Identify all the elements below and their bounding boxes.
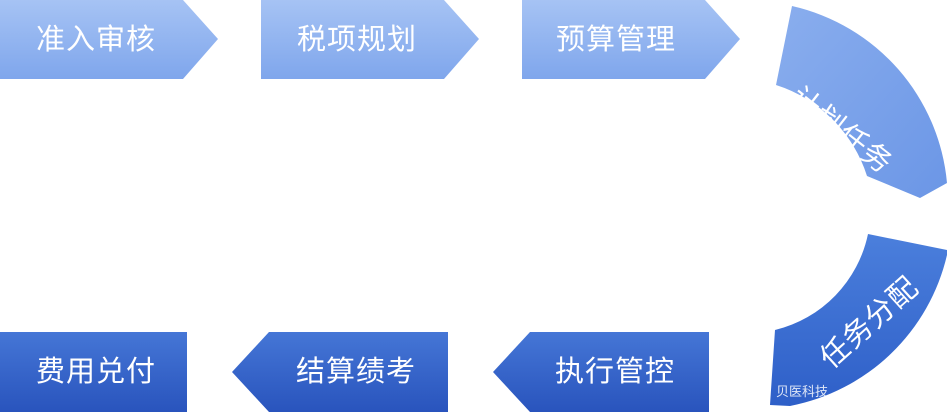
flow-step-7-shape: [232, 332, 448, 412]
flow-step-5-shape: [770, 234, 947, 406]
watermark-text: 贝医科技: [776, 385, 829, 400]
flow-step-6-label: 执行管控: [555, 354, 676, 388]
flow-step-8-shape: [0, 332, 187, 412]
flow-step-1-label: 准入审核: [36, 22, 157, 56]
flow-step-2-label: 税项规划: [297, 22, 418, 56]
flow-step-8-label: 费用兑付: [36, 354, 157, 388]
flow-step-3-shape: [522, 0, 740, 79]
flow-step-3-label: 预算管理: [556, 22, 677, 56]
flow-step-4-shape: [776, 6, 947, 198]
flow-step-7-label: 结算绩考: [296, 354, 417, 388]
flow-step-6-shape: [493, 332, 709, 412]
flow-step-2-shape: [261, 0, 479, 79]
flow-step-1-shape: [0, 0, 218, 79]
